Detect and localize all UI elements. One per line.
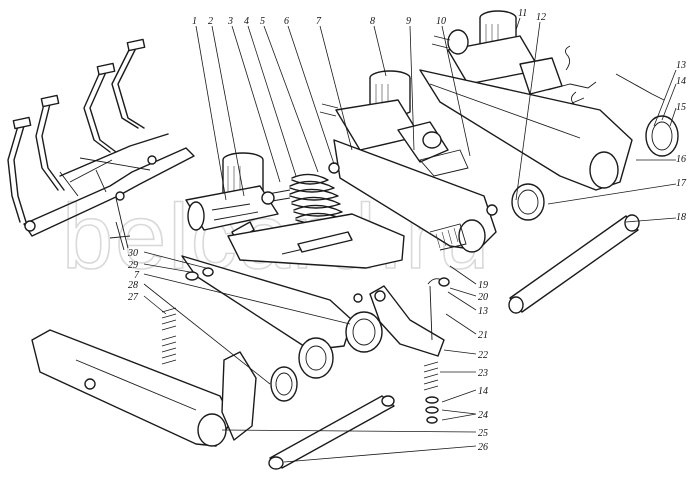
callout-17: 17 (676, 178, 687, 189)
leader-lines (143, 17, 677, 463)
callout-21: 21 (478, 330, 488, 341)
callout-18: 18 (676, 212, 686, 223)
callout-4: 4 (244, 16, 249, 27)
callout-3: 3 (227, 16, 233, 27)
callout-12: 12 (536, 12, 546, 23)
callout-30: 30 (127, 248, 138, 259)
callout-labels: 1 2 3 4 5 6 7 8 9 10 11 12 13 14 15 16 1… (127, 8, 687, 453)
callout-6: 6 (284, 16, 289, 27)
callout-10: 10 (436, 16, 446, 27)
master-cylinder-right (431, 10, 597, 117)
callout-7: 7 (316, 16, 322, 27)
spring-unit (261, 162, 345, 225)
pedal-lever-bottom (31, 329, 257, 447)
callout-24: 24 (478, 410, 488, 421)
pedal-lever-middle (333, 139, 545, 253)
callout-14b: 14 (478, 386, 488, 397)
shaft-lower (268, 395, 395, 470)
pedal-lever-left-upper (227, 213, 467, 269)
spring-bottom-right (423, 278, 443, 424)
callout-16: 16 (676, 154, 686, 165)
shaft-right (508, 214, 640, 314)
callout-19: 19 (478, 280, 488, 291)
callout-28: 28 (128, 280, 138, 291)
callout-2: 2 (208, 16, 213, 27)
callout-29: 29 (128, 260, 138, 271)
callout-23: 23 (478, 368, 488, 379)
master-cylinder-middle (319, 70, 469, 177)
callout-13: 13 (676, 60, 686, 71)
pedal-assembly-small (7, 38, 195, 251)
callout-26: 26 (478, 442, 488, 453)
callout-22: 22 (478, 350, 488, 361)
callout-14: 14 (676, 76, 686, 87)
callout-15: 15 (676, 102, 686, 113)
callout-7b: 7 (134, 270, 140, 281)
callout-1: 1 (192, 16, 197, 27)
lever-lower (181, 255, 445, 402)
callout-27: 27 (128, 292, 139, 303)
callout-9: 9 (406, 16, 411, 27)
master-cylinder-left (185, 152, 279, 241)
callout-25: 25 (478, 428, 488, 439)
callout-20: 20 (478, 292, 488, 303)
callout-13b: 13 (478, 306, 488, 317)
callout-8: 8 (370, 16, 375, 27)
washers-left (185, 267, 450, 287)
callout-11: 11 (518, 8, 527, 19)
spring-left (161, 307, 177, 365)
callout-5: 5 (260, 16, 265, 27)
